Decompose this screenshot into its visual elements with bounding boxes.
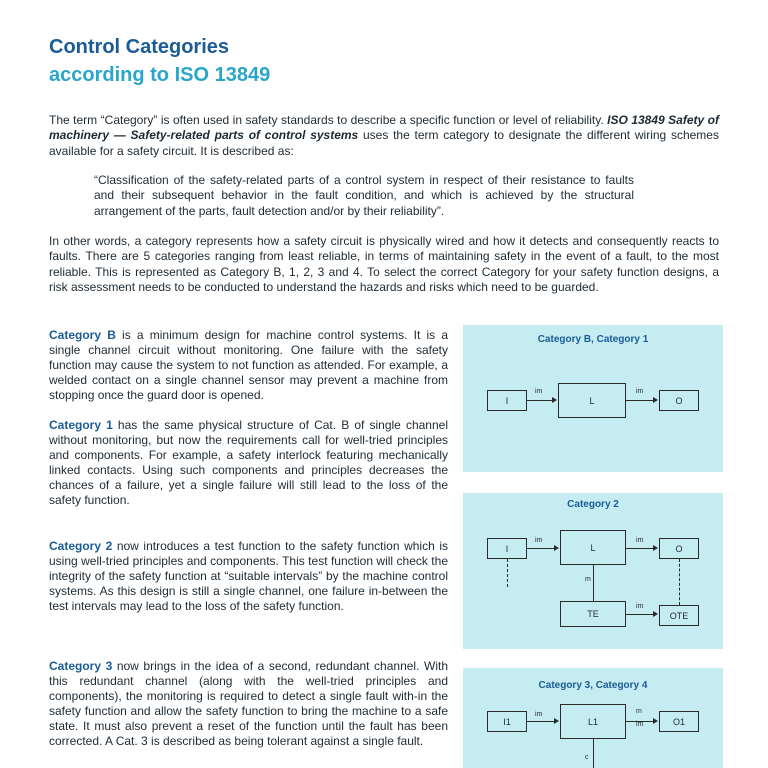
connector-line xyxy=(527,400,553,401)
category-2-label: Category 2 xyxy=(49,539,113,553)
diagram-category-b-1: Category B, Category 1 I L O im im xyxy=(463,325,723,472)
category-2-paragraph: Category 2 now introduces a test functio… xyxy=(49,539,448,614)
test-output-box: OTE xyxy=(659,605,699,626)
connector-line xyxy=(527,548,555,549)
connection-label: im xyxy=(636,388,644,395)
connection-label: im xyxy=(636,537,644,544)
connection-label: m xyxy=(636,708,642,715)
diagram-category-3-4: Category 3, Category 4 I1 L1 O1 im m im … xyxy=(463,668,723,768)
arrow-right xyxy=(653,611,658,617)
arrow-right xyxy=(653,545,658,551)
connection-label: m xyxy=(585,576,591,583)
category-1-text: has the same physical structure of Cat. … xyxy=(49,418,448,508)
intro-paragraph: The term “Category” is often used in saf… xyxy=(49,113,719,159)
logic-box: L xyxy=(560,530,626,565)
dashed-monitor-line xyxy=(679,559,680,605)
output-box: O xyxy=(659,538,699,559)
arrow-right xyxy=(554,545,559,551)
standard-name: ISO 13849 Safety of machinery — Safety-r… xyxy=(49,113,720,143)
arrow-right xyxy=(653,718,658,724)
diagram-title: Category B, Category 1 xyxy=(537,334,649,345)
input-box: I xyxy=(487,390,527,411)
connector-line xyxy=(527,721,555,722)
diagram-category-2: Category 2 I L O TE OTE im im m im xyxy=(463,493,723,649)
category-b-text: is a minimum design for machine control … xyxy=(49,328,448,403)
page-subtitle: according to ISO 13849 xyxy=(49,64,271,86)
connector-line xyxy=(626,548,654,549)
input-box: I1 xyxy=(487,711,527,732)
arrow-right xyxy=(552,397,557,403)
connector-line xyxy=(626,614,654,615)
connector-line-vertical xyxy=(593,565,594,601)
test-equipment-box: TE xyxy=(560,601,626,627)
page-title: Control Categories xyxy=(49,36,230,58)
connection-label: im xyxy=(636,603,644,610)
category-3-label: Category 3 xyxy=(49,659,113,673)
category-b-paragraph: Category B is a minimum design for machi… xyxy=(49,328,448,403)
logic-box: L1 xyxy=(560,704,626,739)
category-3-text: now brings in the idea of a second, redu… xyxy=(49,659,448,749)
connection-label: im xyxy=(535,711,543,718)
connection-label: c xyxy=(585,754,589,761)
category-2-text: now introduces a test function to the sa… xyxy=(49,539,448,614)
dashed-monitor-line xyxy=(507,559,508,587)
output-box: O xyxy=(659,390,699,411)
diagram-title: Category 3, Category 4 xyxy=(538,680,648,691)
connection-label: im xyxy=(636,721,644,728)
category-1-label: Category 1 xyxy=(49,418,113,432)
category-3-paragraph: Category 3 now brings in the idea of a s… xyxy=(49,659,448,750)
connector-line xyxy=(626,721,654,722)
category-b-label: Category B xyxy=(49,328,116,342)
explanation-paragraph: In other words, a category represents ho… xyxy=(49,234,719,294)
connection-label: im xyxy=(535,537,543,544)
logic-box: L xyxy=(558,383,626,418)
category-1-paragraph: Category 1 has the same physical structu… xyxy=(49,418,448,509)
connector-line-vertical xyxy=(593,739,594,768)
connection-label: im xyxy=(535,388,543,395)
arrow-right xyxy=(554,718,559,724)
output-box: O1 xyxy=(659,711,699,732)
definition-quote: “Classification of the safety-related pa… xyxy=(94,173,634,218)
diagram-title: Category 2 xyxy=(567,499,619,510)
connector-line xyxy=(626,400,654,401)
intro-text-a: The term “Category” is often used in saf… xyxy=(49,113,608,127)
arrow-right xyxy=(653,397,658,403)
input-box: I xyxy=(487,538,527,559)
intro-text-c: uses the term category to designate the … xyxy=(49,128,719,158)
